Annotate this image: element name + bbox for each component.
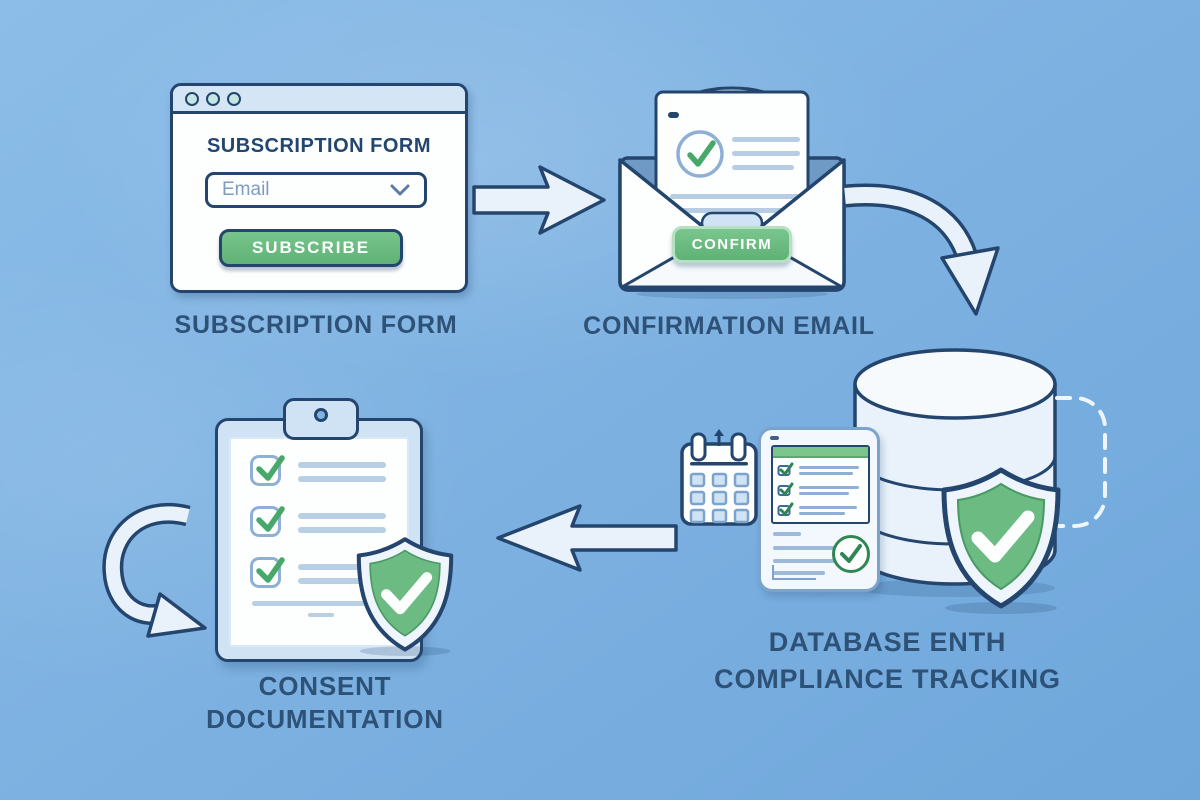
tablet-camera-dot <box>770 436 779 440</box>
browser-window: SUBSCRIPTION FORM Email SUBSCRIBE <box>170 83 468 293</box>
checkbox-icon <box>250 557 285 588</box>
text-line <box>773 532 801 536</box>
email-field[interactable]: Email <box>205 172 427 208</box>
text-line <box>773 559 837 563</box>
signature-box <box>772 565 816 580</box>
tablet-checklist-panel <box>771 445 870 524</box>
arrow-right-icon <box>472 165 606 235</box>
confirm-button[interactable]: CONFIRM <box>672 226 792 263</box>
window-titlebar <box>173 86 465 114</box>
caption-database-compliance: DATABASE ENTH COMPLIANCE TRACKING <box>700 624 1075 698</box>
caption-subscription-form: SUBSCRIPTION FORM <box>174 311 458 339</box>
checkbox-check-icon <box>777 462 794 477</box>
shield-check-icon <box>941 467 1061 614</box>
caption-consent-documentation: CONSENT DOCUMENTATION <box>190 670 460 736</box>
window-dot-icon <box>227 91 241 106</box>
checklist-tablet-icon <box>758 427 880 592</box>
shield-check-icon <box>356 537 454 656</box>
envelope-icon <box>618 86 846 299</box>
arrow-left-icon <box>496 504 678 572</box>
window-dot-icon <box>185 91 199 106</box>
tablet-header-bar <box>773 447 868 458</box>
caption-line: COMPLIANCE TRACKING <box>714 664 1061 694</box>
window-dot-icon <box>206 91 220 106</box>
checkbox-icon <box>250 506 285 537</box>
dashed-connector <box>1055 396 1107 528</box>
tablet-check-row <box>777 502 864 518</box>
caption-confirmation-email: CONFIRMATION EMAIL <box>583 312 875 340</box>
text-line <box>773 546 845 550</box>
calendar-icon <box>680 429 758 526</box>
tablet-check-row <box>777 462 864 478</box>
email-placeholder: Email <box>222 179 270 200</box>
arrow-curve-down-icon <box>843 183 1000 316</box>
window-heading: SUBSCRIPTION FORM <box>206 135 432 157</box>
subscribe-button[interactable]: SUBSCRIBE <box>219 229 403 267</box>
checkbox-check-icon <box>777 482 794 497</box>
caption-line: DATABASE ENTH <box>768 627 1007 657</box>
checkbox-icon <box>250 455 285 486</box>
clipboard-clip <box>283 398 359 440</box>
clip-hole <box>314 408 328 422</box>
check-circle-icon <box>676 130 724 178</box>
arrow-curve-loop-icon <box>102 502 207 638</box>
caption-line: CONSENT <box>258 671 392 701</box>
text-line <box>773 571 825 575</box>
chevron-down-icon <box>390 184 410 196</box>
checkbox-check-icon <box>777 502 794 517</box>
check-circle-icon <box>832 535 870 573</box>
tablet-check-row <box>777 482 864 498</box>
caption-line: DOCUMENTATION <box>206 704 444 734</box>
